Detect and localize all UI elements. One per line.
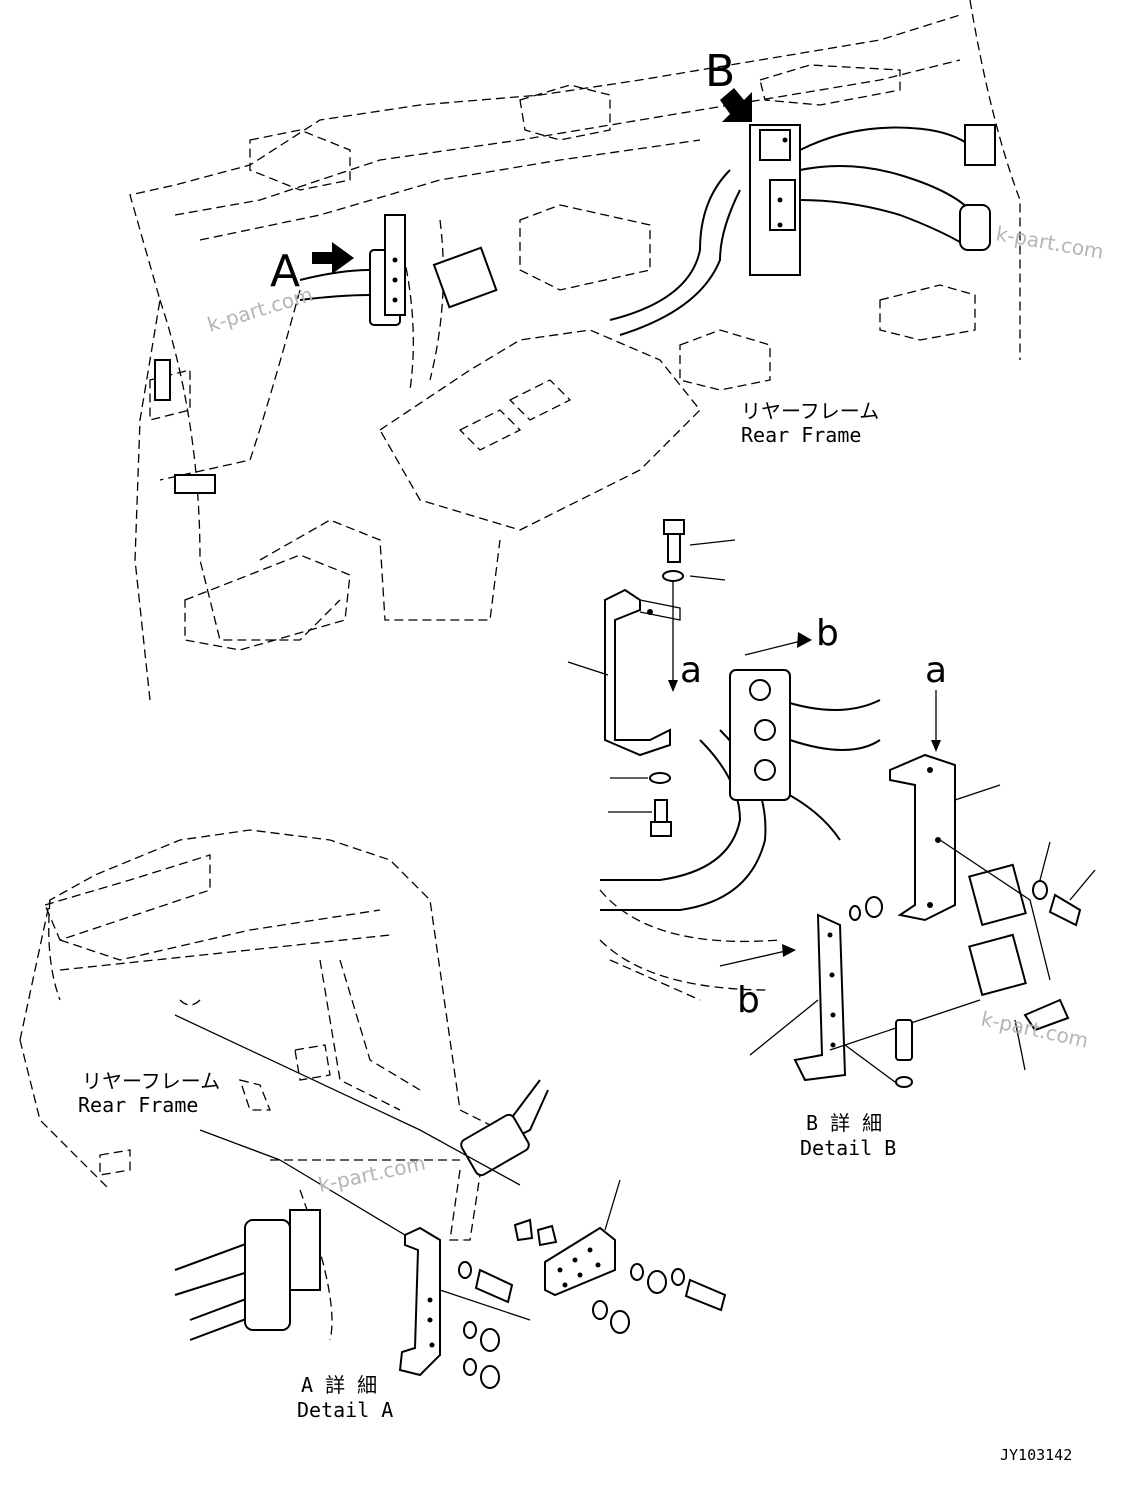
detail-a-assembly xyxy=(19,829,727,1389)
detail-b-assembly xyxy=(567,519,1096,1088)
rear-frame-overview xyxy=(129,0,1021,701)
detail-b-label-en: Detail B xyxy=(800,1136,896,1160)
ref-a-upper: a xyxy=(680,650,702,691)
arrow-down-right-icon xyxy=(720,88,752,122)
watermark-detail-a: k-part.com xyxy=(316,1151,428,1197)
detail-a-label-jp: A 詳 細 xyxy=(301,1373,377,1397)
watermark-top-right: k-part.com xyxy=(994,221,1105,264)
rear-frame-label-en: Rear Frame xyxy=(741,423,861,447)
watermark-top-left: k-part.com xyxy=(204,282,315,337)
drawing-number: JY103142 xyxy=(1000,1446,1072,1464)
detail-a-label-en: Detail A xyxy=(297,1398,393,1422)
ref-b-lower: b xyxy=(737,980,760,1021)
rear-frame-label-en-detail-a: Rear Frame xyxy=(78,1093,198,1117)
ref-b-upper: b xyxy=(816,613,839,654)
view-a-callout: A xyxy=(270,242,354,297)
arrow-right-icon xyxy=(312,242,354,274)
view-b-label: B xyxy=(705,46,735,97)
ref-a-right: a xyxy=(925,650,947,691)
rear-frame-label-jp: リヤーフレーム xyxy=(741,399,879,423)
detail-b-label-jp: B 詳 細 xyxy=(806,1111,882,1135)
view-a-label: A xyxy=(270,246,300,297)
rear-frame-label-jp-detail-a: リヤーフレーム xyxy=(82,1069,220,1093)
view-b-callout: B xyxy=(705,46,752,122)
